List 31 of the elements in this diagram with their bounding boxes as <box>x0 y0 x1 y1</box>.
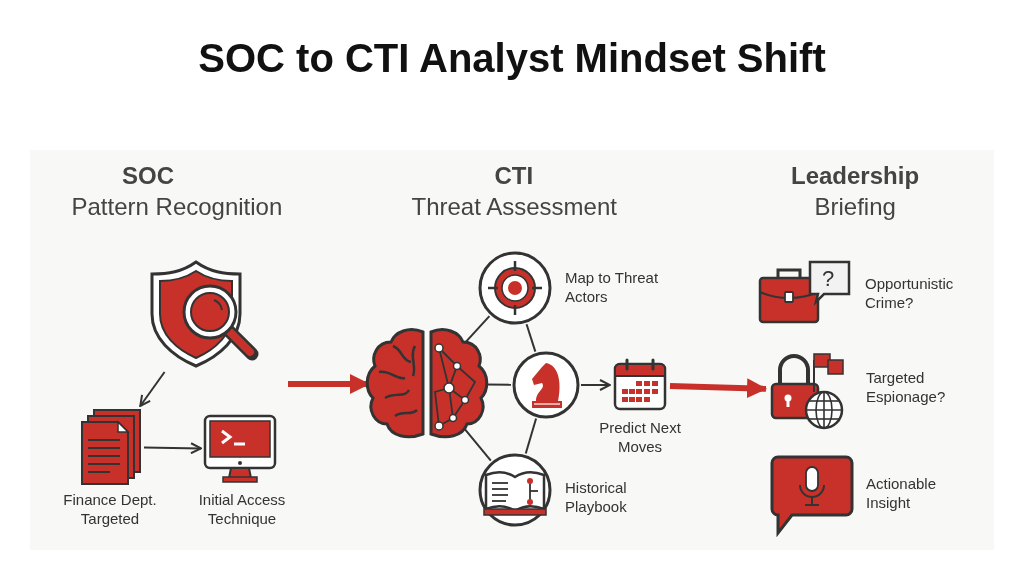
column-subheading: Pattern Recognition <box>71 193 283 221</box>
playbook-icon <box>478 453 552 527</box>
microphone-speech-bubble-icon <box>770 455 854 537</box>
padlock-globe-flag-icon <box>768 350 846 430</box>
documents-icon <box>80 408 142 486</box>
title: SOC to CTI Analyst Mindset Shift <box>197 36 827 81</box>
briefcase-speech-bubble-icon <box>758 260 852 326</box>
arrow <box>143 442 202 455</box>
arrow <box>580 379 611 391</box>
caption-text: Targeted Espionage? <box>866 368 947 406</box>
computer-terminal-icon <box>203 414 277 484</box>
column-subheading: Briefing <box>814 193 896 221</box>
target-icon <box>478 251 552 325</box>
caption-text: Actionable Insight <box>866 474 938 512</box>
column-subheading: Threat Assessment <box>411 193 617 221</box>
calendar-icon <box>612 358 668 412</box>
column-heading: SOC <box>122 162 174 190</box>
caption-text: Predict Next Moves <box>598 418 682 456</box>
column-heading: Leadership <box>791 162 920 190</box>
chess-knight-icon <box>512 351 580 419</box>
caption-text: Opportunistic Crime? <box>865 274 955 312</box>
caption-text: Historical Playbook <box>565 478 628 516</box>
caption-text: Initial Access Technique <box>197 490 287 528</box>
caption-text: Map to Threat Actors <box>565 268 660 306</box>
connector-line <box>525 323 537 353</box>
arrow <box>139 371 166 407</box>
arrow <box>669 378 767 399</box>
connector-line <box>524 417 538 455</box>
question-mark: ? <box>822 266 835 292</box>
column-heading: CTI <box>494 162 534 190</box>
caption-text: Finance Dept. Targeted <box>62 490 158 528</box>
